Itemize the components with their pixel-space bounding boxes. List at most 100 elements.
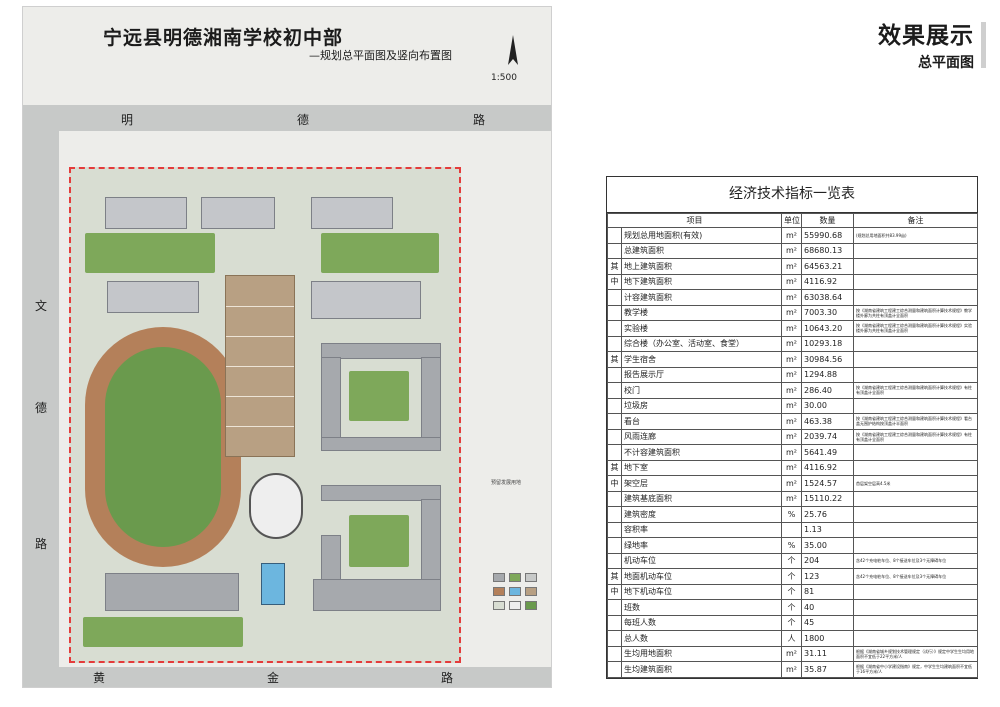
row-note	[853, 599, 978, 616]
row-category	[607, 382, 622, 399]
row-item: 报告展示厅	[621, 366, 782, 383]
row-note: 根据《湖南省城乡规划技术管理规定（试行）》规定中学生生均用地面积不宜低于22平方…	[853, 645, 978, 662]
green-area-1	[85, 233, 215, 273]
row-note: 含42个充电桩车位、8个接送车位及3个无障碍车位	[853, 552, 978, 569]
road-south-char-3: 路	[441, 671, 454, 685]
legend	[493, 573, 541, 633]
row-item: 每班人数	[621, 614, 782, 631]
row-note: 按《湖南省建筑工程建工综合测量和建筑面积计算技术规程》看台盖无围护结构按顶盖计半…	[853, 413, 978, 430]
row-category: 其	[607, 459, 622, 476]
building-west-upper	[107, 281, 199, 313]
building-north-2	[201, 197, 275, 229]
row-item: 风雨连廊	[621, 428, 782, 445]
row-quantity: 1294.88	[801, 366, 854, 383]
row-category	[607, 366, 622, 383]
row-item: 不计容建筑面积	[621, 444, 782, 461]
row-category	[607, 645, 622, 662]
row-category	[607, 552, 622, 569]
building-dorm-4	[321, 437, 441, 451]
row-quantity: 1.13	[801, 521, 854, 538]
row-category	[607, 413, 622, 430]
row-quantity: 30984.56	[801, 351, 854, 368]
row-item: 实验楼	[621, 320, 782, 337]
row-category: 中	[607, 583, 622, 600]
brand-bar	[981, 22, 986, 68]
row-note	[853, 506, 978, 523]
row-category: 中	[607, 273, 622, 290]
row-item: 架空层	[621, 475, 782, 492]
header-unit: 单位	[781, 213, 802, 228]
building-dorm-2	[321, 357, 341, 439]
row-unit: m²	[781, 661, 802, 678]
green-area-3	[349, 371, 409, 421]
row-item: 建筑密度	[621, 506, 782, 523]
building-dorm-1	[321, 343, 441, 359]
row-unit: m²	[781, 428, 802, 445]
row-item: 计容建筑面积	[621, 289, 782, 306]
road-west-char-2: 德	[35, 401, 48, 415]
row-note: (规划总用地面积共83.99亩)	[853, 227, 978, 244]
road-south-char-2: 金	[267, 671, 280, 685]
row-quantity: 81	[801, 583, 854, 600]
row-note	[853, 459, 978, 476]
row-category	[607, 289, 622, 306]
row-category	[607, 661, 622, 678]
green-area-5	[83, 617, 243, 647]
basketball-courts	[225, 275, 295, 457]
row-quantity: 5641.49	[801, 444, 854, 461]
row-note	[853, 444, 978, 461]
row-category	[607, 397, 622, 414]
row-unit: m²	[781, 335, 802, 352]
row-quantity: 1524.57	[801, 475, 854, 492]
row-note	[853, 273, 978, 290]
row-note: 按《湖南省建筑工程建工综合测量和建筑面积计算技术规程》实验楼外廊为共柱有顶盖计全…	[853, 320, 978, 337]
row-quantity: 7003.30	[801, 304, 854, 321]
row-quantity: 204	[801, 552, 854, 569]
report-hall	[249, 473, 303, 539]
court-divider	[226, 426, 294, 427]
row-note	[853, 258, 978, 275]
row-unit	[781, 521, 802, 538]
row-note	[853, 351, 978, 368]
legend-swatch	[525, 601, 537, 610]
row-quantity: 4116.92	[801, 273, 854, 290]
row-category	[607, 242, 622, 259]
row-category	[607, 521, 622, 538]
football-field	[105, 347, 221, 547]
row-category	[607, 320, 622, 337]
row-item: 生均建筑面积	[621, 661, 782, 678]
building-dorm-7	[321, 535, 341, 581]
plan-title: 宁远县明德湘南学校初中部	[103, 27, 344, 49]
row-item: 总人数	[621, 630, 782, 647]
row-quantity: 1800	[801, 630, 854, 647]
row-category	[607, 537, 622, 554]
row-unit: m²	[781, 366, 802, 383]
row-quantity: 286.40	[801, 382, 854, 399]
row-category	[607, 599, 622, 616]
road-north	[23, 105, 551, 131]
row-note	[853, 335, 978, 352]
road-west	[23, 131, 59, 667]
row-item: 地下机动车位	[621, 583, 782, 600]
row-unit: m²	[781, 413, 802, 430]
row-item: 地上建筑面积	[621, 258, 782, 275]
legend-swatch	[509, 601, 521, 610]
row-note	[853, 242, 978, 259]
row-quantity: 10293.18	[801, 335, 854, 352]
row-item: 建筑基底面积	[621, 490, 782, 507]
building-north-3	[311, 197, 393, 229]
row-item: 地下室	[621, 459, 782, 476]
row-item: 容积率	[621, 521, 782, 538]
row-unit: m²	[781, 397, 802, 414]
row-item: 垃圾房	[621, 397, 782, 414]
row-quantity: 45	[801, 614, 854, 631]
row-item: 班数	[621, 599, 782, 616]
brand-sub-title: 总平面图	[918, 55, 974, 71]
row-note: 根据《湖南省中小学建设指南》规定，中学生生均建筑面积不宜低于16平方米/人	[853, 661, 978, 678]
row-unit: m²	[781, 273, 802, 290]
